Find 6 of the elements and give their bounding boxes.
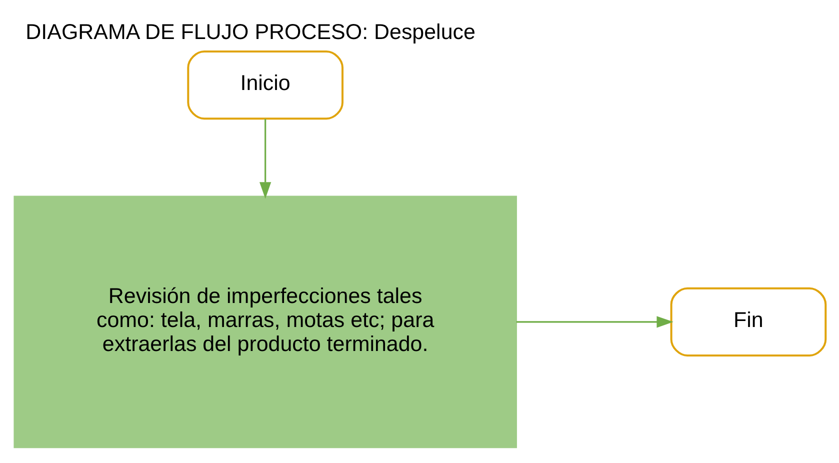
arrow [516, 316, 673, 328]
node-box: Fin [670, 286, 826, 356]
node-box: Revisión de imperfecciones tales como: tela, marras, motas etc; para extraerlas del producto terminado. [13, 195, 516, 448]
diagram-title: DIAGRAMA DE FLUJO PROCESO: Despeluce [25, 20, 475, 44]
arrow [259, 118, 271, 198]
node-box: Inicio [186, 50, 343, 120]
